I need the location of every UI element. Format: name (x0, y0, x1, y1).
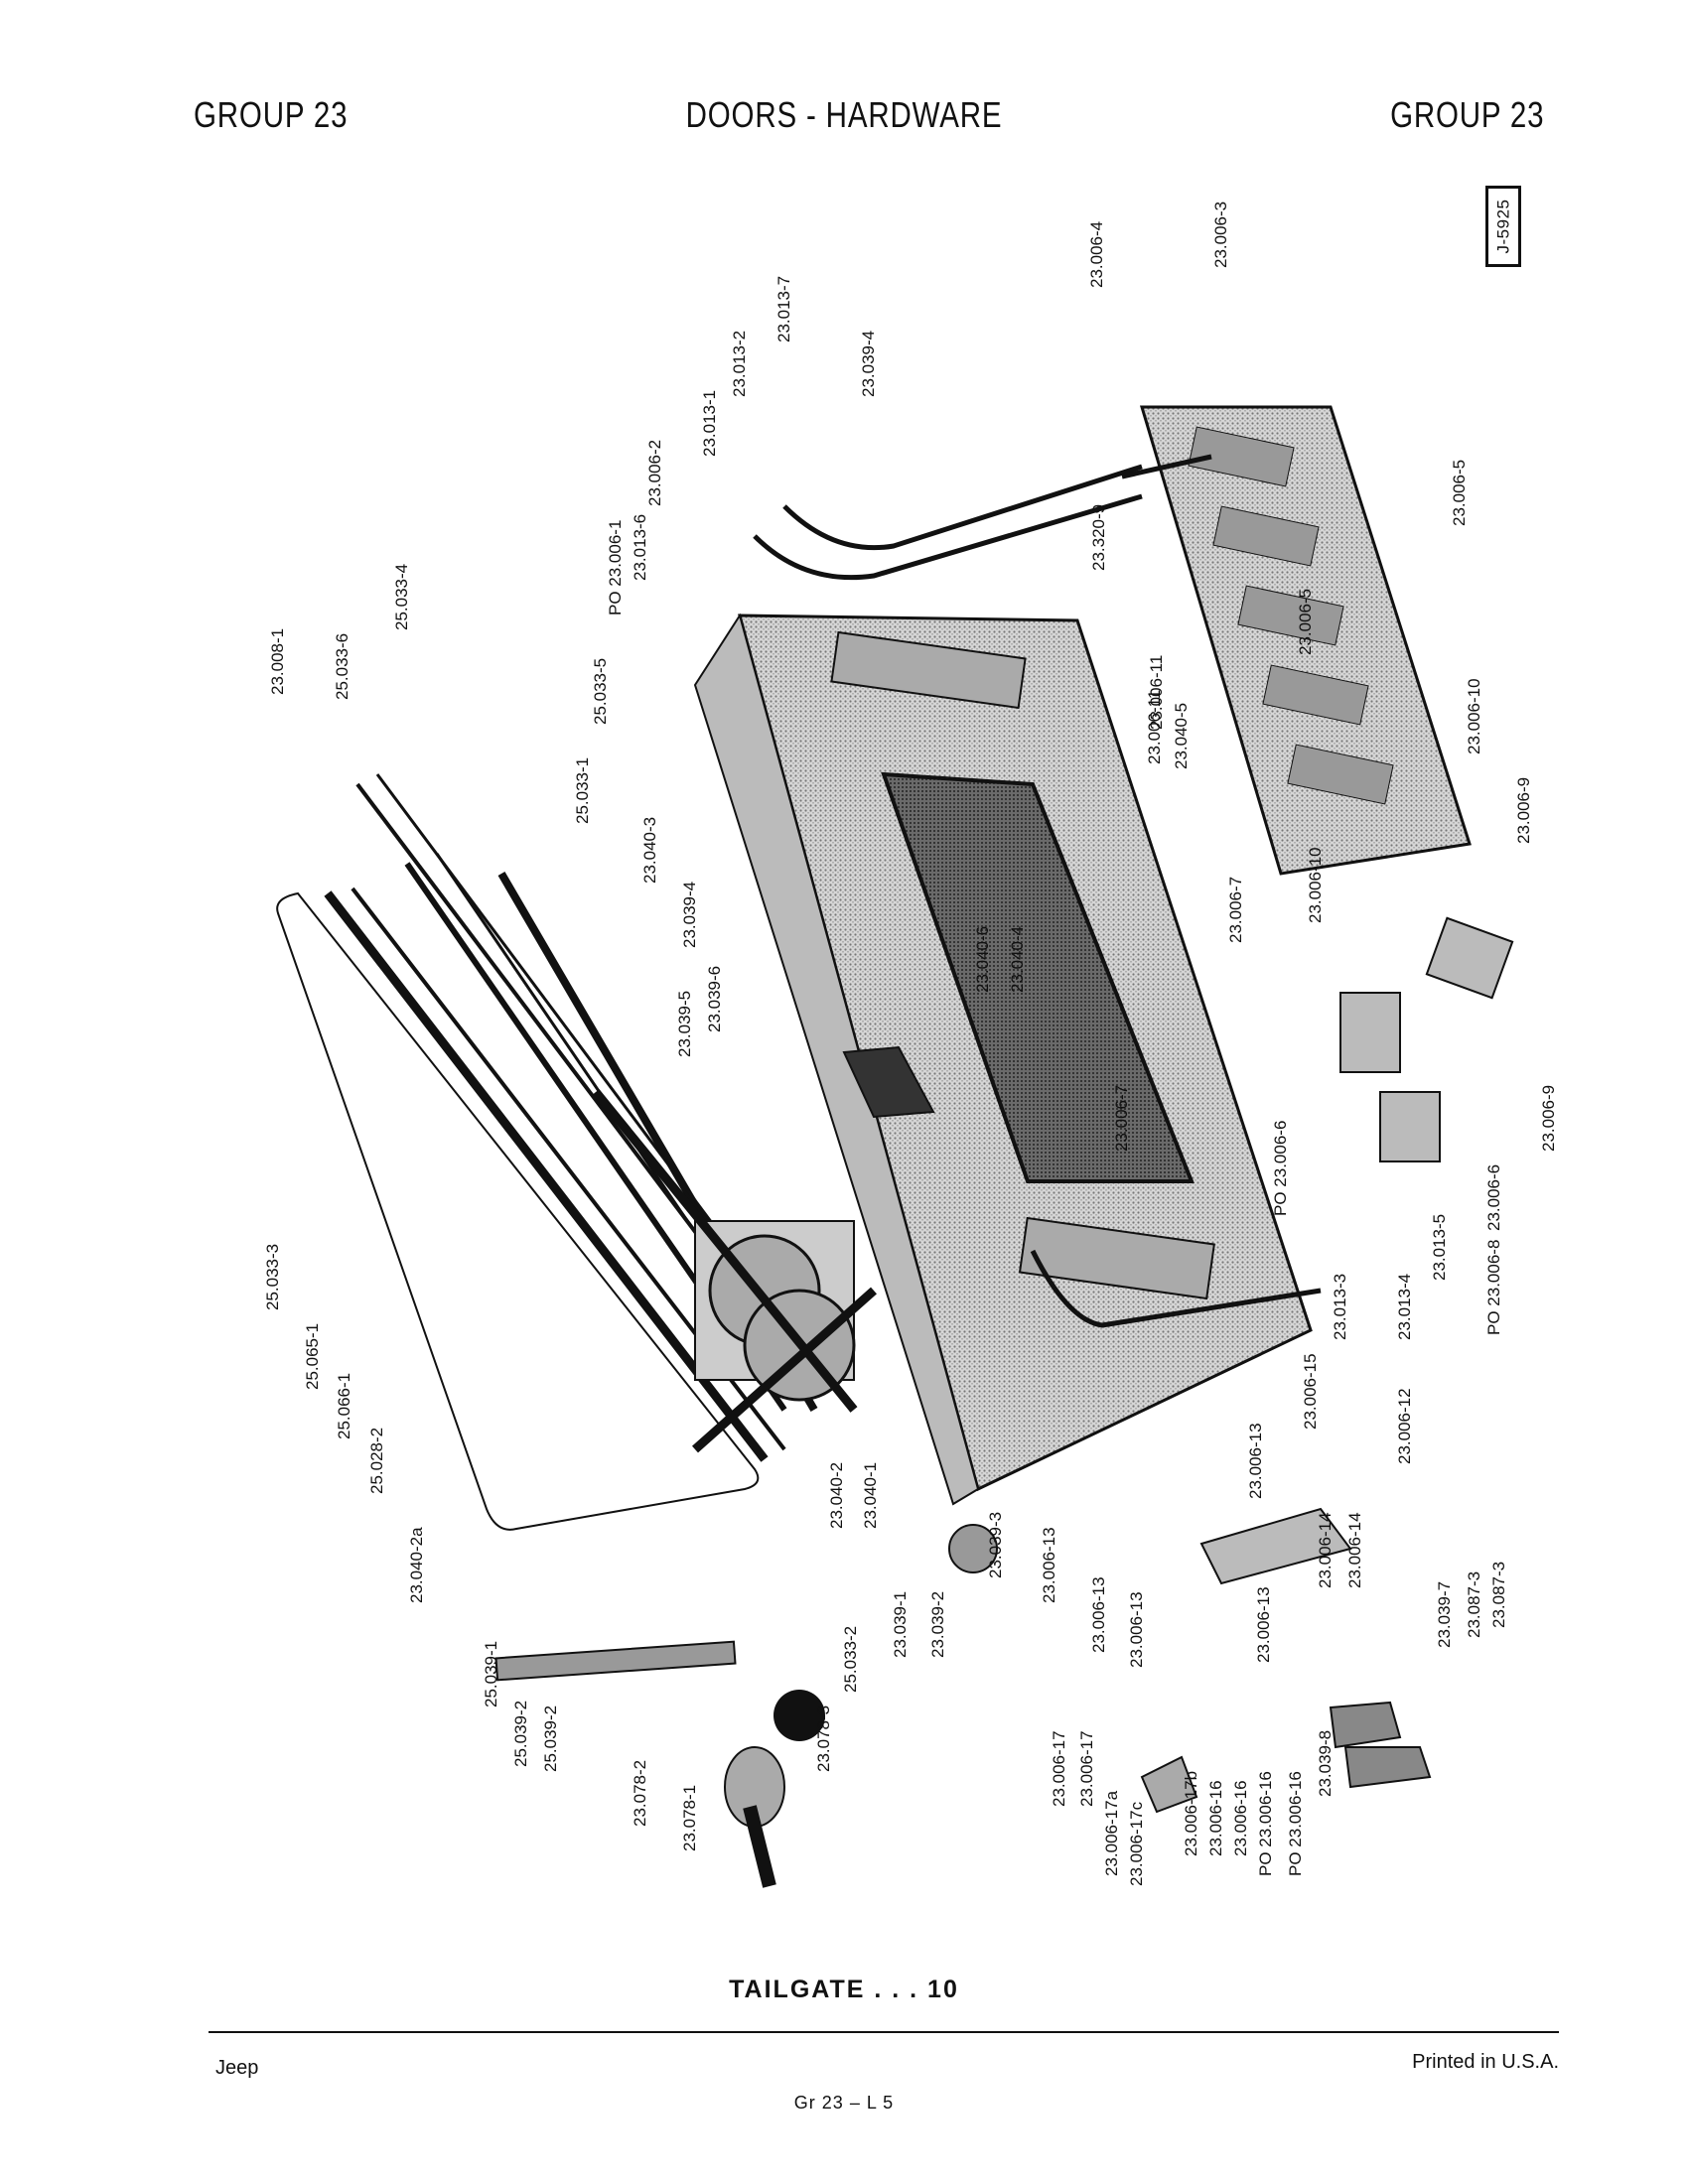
callout-label: 23.006-14 (1316, 1512, 1335, 1588)
callout-label: 23.006-11 (1147, 655, 1166, 730)
tailgate-inner-cover (1139, 405, 1472, 876)
callout-label: 23.006-16 (1231, 1780, 1250, 1856)
callout-label: PO 23.006-6 (1271, 1121, 1290, 1216)
reference-code-box: J-5925 (1485, 186, 1521, 267)
callout-label: 23.039-2 (928, 1591, 947, 1658)
callout-label: 23.039-3 (986, 1512, 1005, 1578)
callout-label: 23.006-5 (1450, 460, 1469, 526)
callout-label: 23.013-6 (631, 514, 649, 581)
callout-label: 25.066-1 (335, 1373, 353, 1439)
window-regulator-mechanism (592, 1089, 877, 1453)
callout-label: 23.006-17c (1127, 1801, 1146, 1886)
callout-label: 23.039-8 (1316, 1730, 1335, 1797)
callout-label: 23.006-13 (1089, 1576, 1108, 1653)
callout-label: 23.008-1 (268, 628, 287, 695)
callout-label: 23.013-4 (1395, 1274, 1414, 1340)
callout-label: 23.006-5 (1296, 589, 1315, 655)
tailgate-panel (693, 613, 1322, 1506)
callout-label: 23.006-2 (645, 440, 664, 506)
callout-label: 23.039-4 (859, 331, 878, 397)
callout-label: 23.006-6 (1484, 1164, 1503, 1231)
callout-label: 25.039-2 (541, 1706, 560, 1772)
group-label-left: GROUP 23 (194, 94, 349, 135)
callout-label: PO 23.006-16 (1256, 1771, 1275, 1876)
callout-label: 23.013-3 (1331, 1274, 1349, 1340)
callout-label: 25.033-6 (333, 633, 352, 700)
callout-label: 23.006-17 (1077, 1730, 1096, 1807)
figure-caption: TAILGATE . . . 10 (729, 1976, 959, 2003)
callout-label: 23.006-13 (1127, 1591, 1146, 1668)
group-label-right: GROUP 23 (1389, 94, 1544, 135)
callout-label: 23.006-11 (1145, 690, 1164, 764)
callout-label: 25.033-1 (573, 757, 592, 824)
callout-label: PO 23.006-1 (606, 520, 625, 615)
footer-rule (209, 2031, 1559, 2033)
callout-label: PO 23.006-16 (1286, 1771, 1305, 1876)
page-title: DOORS - HARDWARE (685, 94, 1003, 135)
page-number: Gr 23 – L 5 (793, 2093, 895, 2113)
callout-label: 23.006-13 (1246, 1423, 1265, 1499)
callout-label: 23.006-17 (1050, 1730, 1068, 1807)
callout-label: 23.039-7 (1435, 1581, 1454, 1648)
callout-label: PO 23.006-8 (1484, 1240, 1503, 1335)
callout-label: 23.039-1 (891, 1591, 910, 1658)
callout-label: 23.078-2 (631, 1760, 649, 1827)
callout-label: 23.006-12 (1395, 1388, 1414, 1464)
callout-label: 25.065-1 (303, 1323, 322, 1390)
callout-label: 23.006-7 (1226, 877, 1245, 943)
callout-label: 23.087-3 (1465, 1571, 1483, 1638)
callout-label: 23.040-6 (973, 926, 992, 993)
footer-brand: Jeep (215, 2057, 259, 2079)
callout-label: 25.033-5 (591, 658, 610, 725)
support-rods (753, 454, 1212, 581)
callout-label: 23.006-3 (1211, 202, 1230, 268)
callout-label: 23.006-10 (1306, 847, 1325, 923)
callout-label: 23.006-9 (1514, 777, 1533, 844)
callout-label: 23.039-6 (705, 966, 724, 1032)
callout-label: 23.320-9 (1089, 504, 1108, 571)
callout-label: 23.006-9 (1539, 1085, 1558, 1152)
callout-label: 23.006-13 (1254, 1586, 1273, 1663)
callout-label: 23.006-13 (1040, 1527, 1058, 1603)
callout-label: 23.087-3 (1489, 1562, 1508, 1628)
callout-label: 23.006-7 (1112, 1085, 1131, 1152)
hinge-and-hardware (494, 916, 1514, 1888)
callout-label: 25.033-4 (392, 564, 411, 630)
callout-label: 23.078-3 (814, 1706, 833, 1772)
callout-label: 23.006-10 (1465, 678, 1483, 754)
callout-label: 23.078-1 (680, 1785, 699, 1851)
callout-label: 23.040-1 (861, 1462, 880, 1529)
callout-label: 23.013-7 (774, 276, 793, 342)
callout-label: 23.006-14 (1345, 1512, 1364, 1588)
callout-label: 23.006-16 (1206, 1780, 1225, 1856)
callout-label: 23.013-1 (700, 390, 719, 457)
callout-label: 25.033-2 (841, 1626, 860, 1693)
callout-label: 25.033-3 (263, 1244, 282, 1310)
callout-label: 23.006-17a (1102, 1790, 1121, 1876)
callout-label: 23.006-4 (1087, 221, 1106, 288)
callout-labels: 23.006-3 23.006-4 23.006-5 23.013-7 23.039-4… (263, 202, 1558, 1886)
callout-label: 25.039-1 (482, 1641, 500, 1707)
callout-label: 25.028-2 (367, 1428, 386, 1494)
callout-label: 23.040-2 (827, 1462, 846, 1529)
footer-printed: Printed in U.S.A. (1412, 2051, 1559, 2073)
callout-label: 23.039-5 (675, 991, 694, 1057)
callout-label: 23.013-2 (730, 331, 749, 397)
callout-label: 23.040-3 (640, 817, 659, 884)
callout-label: 23.006-17b (1182, 1771, 1200, 1856)
callout-label: 23.013-5 (1430, 1214, 1449, 1281)
callout-label: 23.040-5 (1172, 703, 1191, 769)
callout-label: 23.040-4 (1008, 926, 1027, 993)
callout-label: 23.006-15 (1301, 1353, 1320, 1430)
callout-label: 23.040-2a (407, 1527, 426, 1603)
callout-label: 23.039-4 (680, 882, 699, 948)
callout-label: 25.039-2 (511, 1701, 530, 1767)
